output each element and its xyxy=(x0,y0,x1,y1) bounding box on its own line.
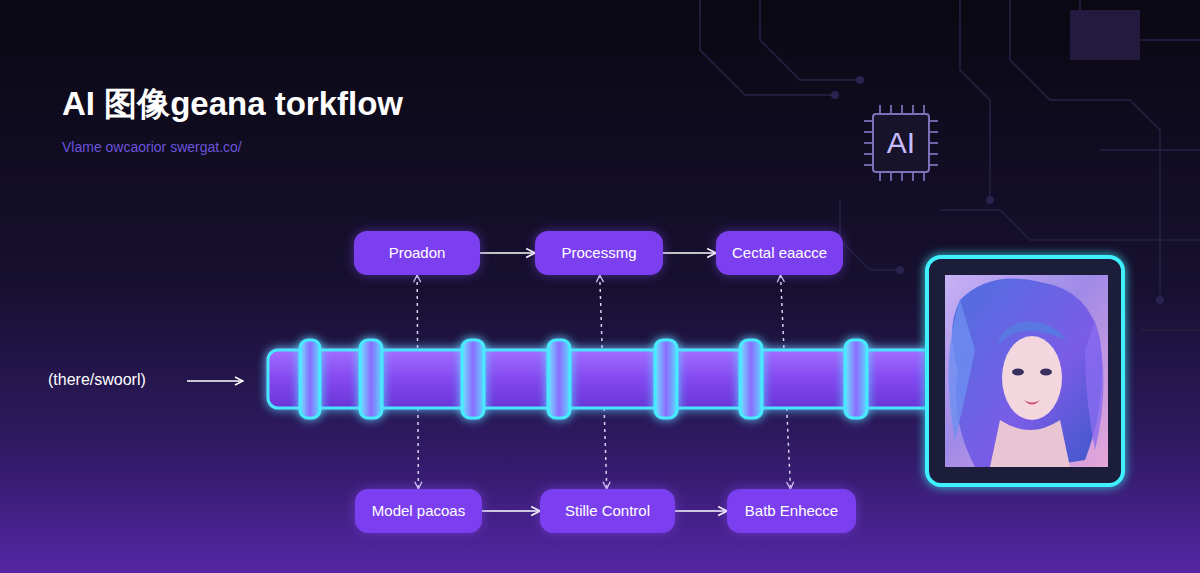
process-box: Batb Enhecce xyxy=(727,489,856,533)
pipe-ring xyxy=(655,340,677,418)
pipe-ring xyxy=(462,340,484,418)
eye xyxy=(1012,369,1024,376)
chip-pin xyxy=(864,121,872,165)
process-box: Stille Control xyxy=(540,489,675,533)
circuit-traces xyxy=(700,0,1200,330)
image-frame xyxy=(927,257,1123,485)
dashed-connector xyxy=(600,275,607,489)
eye xyxy=(1040,369,1052,376)
pipe-ring xyxy=(740,340,762,418)
circuit-pad xyxy=(896,266,904,274)
lips xyxy=(1024,400,1040,405)
hair xyxy=(952,279,1102,467)
chip-pins xyxy=(864,105,938,181)
dashed-connector xyxy=(781,275,791,489)
diagram-title: AI 图像geana torkflow xyxy=(62,82,403,127)
circuit-chip xyxy=(1070,10,1140,60)
pipeline-tube xyxy=(268,340,936,418)
hair-strand xyxy=(1085,320,1104,450)
subtitle: Vlame owcaorior swergat.co/ xyxy=(62,139,242,155)
circuit-trace xyxy=(940,210,1200,240)
flow-arrow xyxy=(482,510,540,512)
flow-arrow xyxy=(675,510,727,512)
fringe xyxy=(998,321,1066,345)
pipe-ring xyxy=(300,340,320,418)
circuit-trace xyxy=(960,0,990,200)
node-text: Batb Enhecce xyxy=(745,502,838,519)
pipe-ring xyxy=(360,340,382,418)
pipe-body xyxy=(268,350,936,408)
process-box: Processmg xyxy=(535,231,663,275)
process-box: Proadon xyxy=(354,231,480,275)
input-label: (there/swoorl) xyxy=(48,371,146,389)
flow-arrow xyxy=(480,252,535,254)
pipe-ring xyxy=(548,340,570,418)
hair-strand xyxy=(949,300,975,440)
chip-box: AI xyxy=(872,113,930,173)
circuit-trace xyxy=(1140,329,1200,331)
pipe-rings xyxy=(300,340,867,418)
node-text: Processmg xyxy=(561,244,636,261)
dashed-connector xyxy=(417,275,418,489)
circuit-trace xyxy=(760,0,860,80)
chip-pin xyxy=(880,173,924,181)
output-image xyxy=(927,257,1123,485)
image-background xyxy=(945,275,1108,467)
circuit-trace xyxy=(1100,149,1200,151)
node-text: Stille Control xyxy=(565,502,650,519)
neck xyxy=(990,420,1070,467)
pipe-ring xyxy=(845,340,867,418)
circuit-pad xyxy=(856,76,864,84)
circuit-pads xyxy=(831,10,1164,304)
circuit-pad xyxy=(1156,296,1164,304)
node-text: Proadon xyxy=(389,244,446,261)
flow-arrow xyxy=(663,252,716,254)
node-text: AI xyxy=(887,126,915,161)
chip-pin xyxy=(930,121,938,165)
circuit-pad xyxy=(986,196,994,204)
circuit-pad xyxy=(831,91,839,99)
face xyxy=(1002,336,1062,420)
node-text: Cectal eaacce xyxy=(732,244,827,261)
input-arrow xyxy=(187,380,243,382)
process-box: Model pacoas xyxy=(355,489,482,533)
chip-pin xyxy=(880,105,924,113)
node-text: Model pacoas xyxy=(372,502,465,519)
circuit-trace xyxy=(840,200,900,270)
process-box: Cectal eaacce xyxy=(716,231,843,275)
